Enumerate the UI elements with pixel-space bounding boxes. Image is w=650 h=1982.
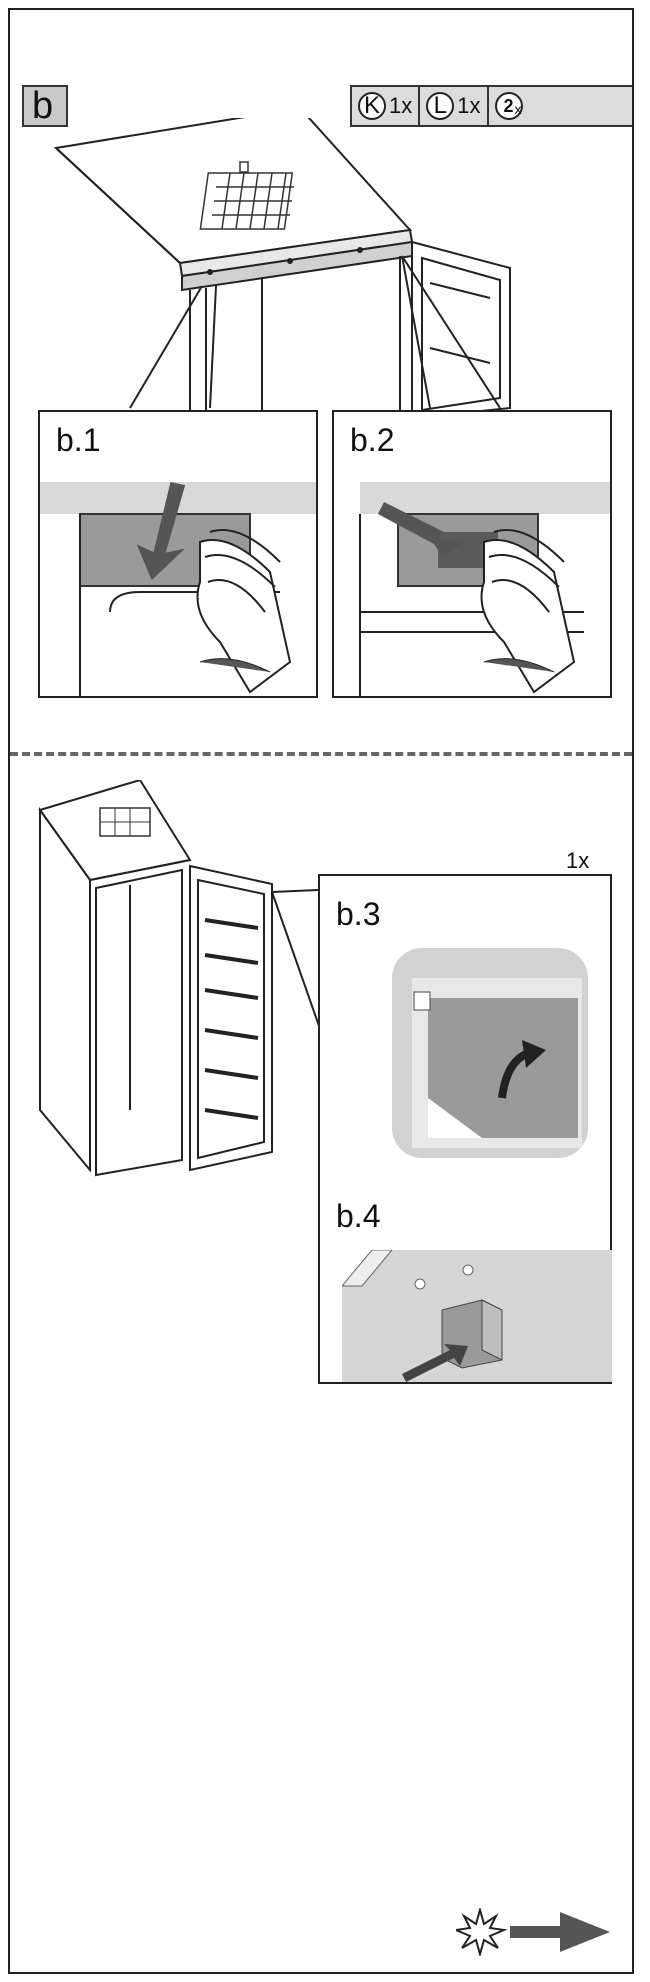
detail-b3-b4: b.3 b.4 xyxy=(318,874,612,1384)
insert-cap-illustration xyxy=(342,1250,612,1382)
screw-quantity: x xyxy=(514,101,522,117)
slide-cover-illustration xyxy=(359,482,610,696)
part-k-quantity: 1x xyxy=(389,93,413,118)
press-cover-illustration xyxy=(40,482,316,696)
detail-b2: b.2 xyxy=(332,410,612,698)
detail-b1: b.1 xyxy=(38,410,318,698)
detail-b1-label: b.1 xyxy=(56,422,101,458)
detail-b2-label: b.2 xyxy=(350,422,395,458)
detail-quantity: 1x xyxy=(566,848,590,873)
part-l-icon: L xyxy=(426,92,455,120)
part-k-icon: K xyxy=(358,92,386,120)
part-screw: 2 x xyxy=(486,87,528,125)
appliance-open-door-illustration xyxy=(38,780,339,1177)
page-frame xyxy=(8,8,634,1974)
detail-b4-label: b.4 xyxy=(336,1198,381,1234)
part-k: K 1x xyxy=(350,87,418,125)
screw-icon: 2 xyxy=(494,92,523,120)
detail-b3-label: b.3 xyxy=(336,896,381,932)
parts-list: K 1x L 1x 2 x xyxy=(350,85,632,127)
appliance-top-illustration xyxy=(53,118,511,418)
step-label: b xyxy=(22,85,68,127)
next-step-arrow-icon[interactable] xyxy=(456,1908,612,1956)
part-l: L 1x xyxy=(418,87,486,125)
part-l-quantity: 1x xyxy=(457,93,481,118)
remove-cap-illustration xyxy=(392,948,588,1158)
section-divider xyxy=(10,752,632,756)
